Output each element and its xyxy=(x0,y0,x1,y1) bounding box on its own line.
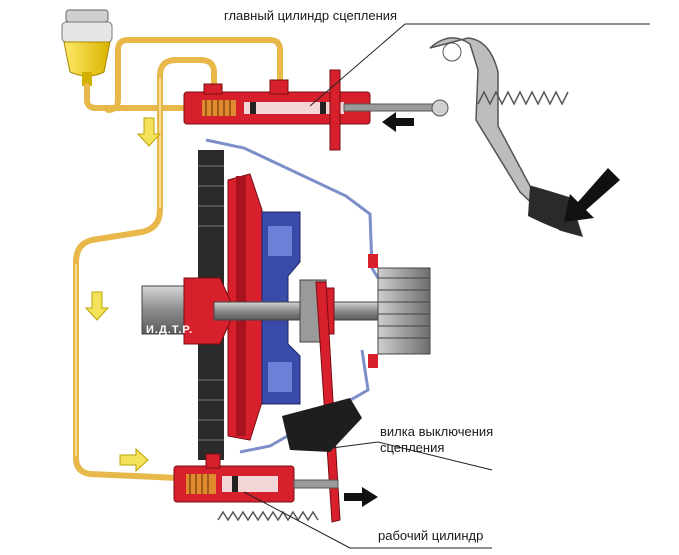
crankshaft xyxy=(141,277,231,345)
reservoir-icon xyxy=(61,9,113,86)
watermark: И.Д.Т.Р. xyxy=(146,324,194,336)
flow-arrow-icon xyxy=(84,117,162,473)
slave-cylinder-label: рабочий цилиндр xyxy=(378,528,484,543)
slave-cylinder xyxy=(173,453,339,503)
release-fork-label-line1: вилка выключения xyxy=(380,424,494,439)
return-spring xyxy=(477,90,569,106)
hydraulic-line xyxy=(73,37,283,481)
gearbox-gear xyxy=(368,254,431,368)
master-cylinder-label: главный цилиндр сцепления xyxy=(224,8,398,23)
release-fork-label-line2: сцепления xyxy=(380,440,445,455)
pedal-icon xyxy=(429,37,584,238)
push-arrow-icon xyxy=(344,112,620,507)
master-cylinder xyxy=(183,69,441,151)
slave-spring xyxy=(217,510,319,522)
release-fork xyxy=(282,281,362,523)
